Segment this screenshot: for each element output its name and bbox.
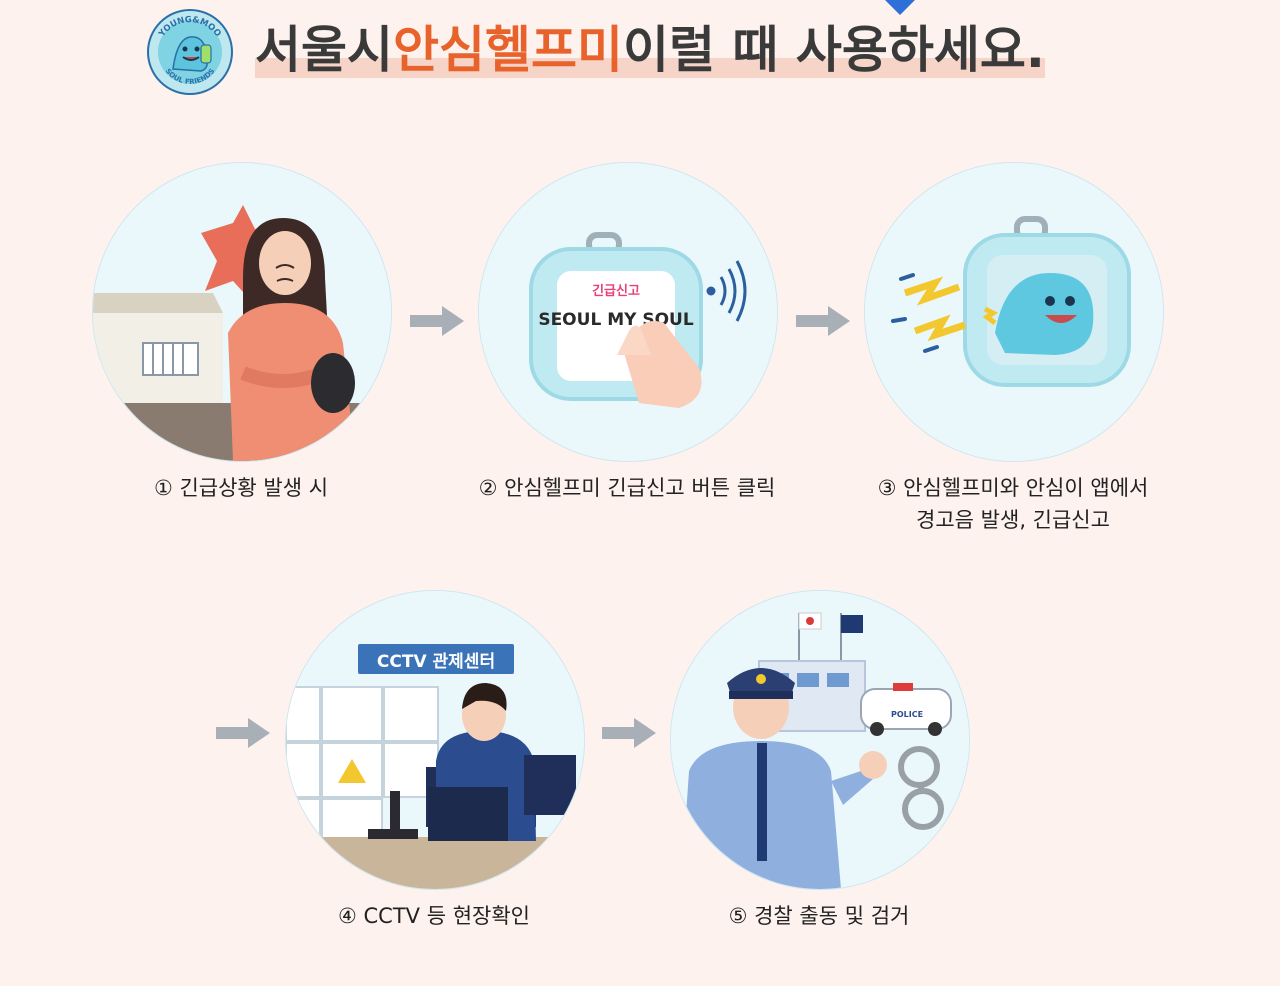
title-highlight [255,58,1045,78]
arrow-right-icon [216,718,270,748]
police-car-label: POLICE [891,710,923,719]
handcuffs-icon [898,746,944,830]
arrow-right-icon [410,306,464,336]
wifi-signal-icon [706,260,747,322]
cctv-control-center-banner: CCTV 관제센터 [358,644,514,674]
step-1-caption: ① 긴급상황 발생 시 [153,476,329,500]
step-5-illustration: POLICE [670,590,970,890]
step-2-caption: ② 안심헬프미 긴급신고 버튼 클릭 [478,476,776,500]
step-3-illustration [864,162,1164,462]
badge-logo-icon: YOUNG&MOO SOUL FRIENDS [147,9,233,95]
title-prefix: 서울시 [255,21,393,79]
flag-icon [841,615,863,633]
step-1-illustration [92,162,392,462]
device-brand: SEOUL MY SOUL [538,310,694,330]
arrow-right-icon [602,718,656,748]
arrow-right-icon [796,306,850,336]
device-label: 긴급신고 [592,283,640,299]
young-moo-badge: YOUNG&MOO SOUL FRIENDS [147,9,233,95]
step-3-caption: ③ 안심헬프미와 안심이 앱에서 경고음 발생, 긴급신고 [877,476,1149,532]
page-title: 서울시 안심헬프미 이럴 때 사용하세요. [255,14,1045,82]
step-4-caption: ④ CCTV 등 현장확인 [338,904,530,928]
step-4-illustration [285,590,585,890]
title-suffix: 이럴 때 사용하세요. [623,21,1045,79]
step-2-illustration: 긴급신고 SEOUL MY SOUL [478,162,778,462]
title-accent: 안심헬프미 [393,21,623,79]
step-5-caption: ⑤ 경찰 출동 및 검거 [728,904,910,928]
